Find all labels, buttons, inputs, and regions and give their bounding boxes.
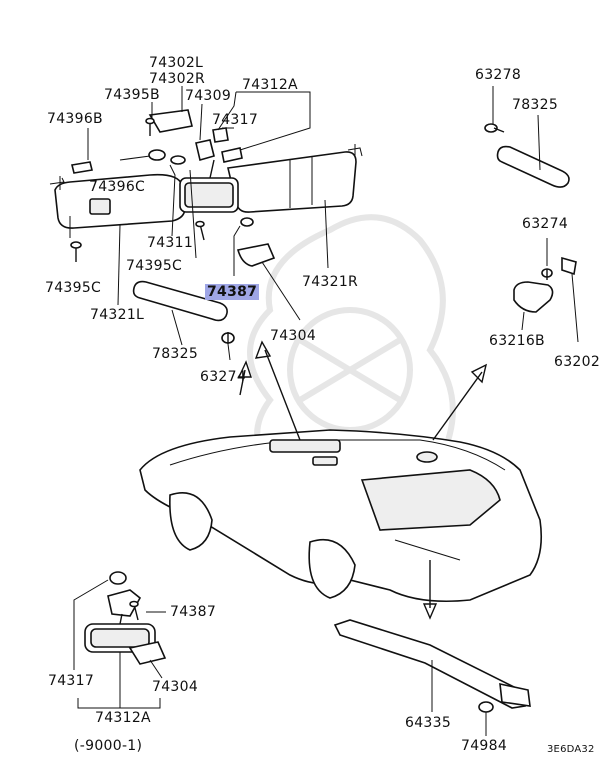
holder-74309 <box>195 139 215 161</box>
callout-74321r: 74321R <box>302 274 359 290</box>
grab-handle-left <box>132 280 228 322</box>
callout-74304-bottom: 74304 <box>152 679 199 695</box>
callout-74321l: 74321L <box>90 307 145 323</box>
callout-74395c-mid: 74395C <box>126 258 183 274</box>
date-note: (-9000-1) <box>74 738 143 754</box>
callout-74309: 74309 <box>185 88 232 104</box>
callout-64335: 64335 <box>405 715 452 731</box>
callout-74984: 74984 <box>461 738 508 754</box>
callout-74317-bottom: 74317 <box>48 673 95 689</box>
callout-63274-right: 63274 <box>522 216 569 232</box>
mirror-bottom <box>73 571 167 709</box>
clip-63202 <box>561 256 579 343</box>
callout-63274-left: 63274 <box>200 369 247 385</box>
callout-74302r: 74302R <box>149 71 206 87</box>
retainer-74396b <box>71 161 93 174</box>
clip-74312a <box>221 147 243 163</box>
screw-74984 <box>478 701 494 736</box>
leader-lines-top <box>69 86 329 361</box>
callout-74302l: 74302L <box>149 55 204 71</box>
callout-74312a-bottom: 74312A <box>95 710 151 726</box>
mirror-top <box>179 159 239 213</box>
callout-74317-top: 74317 <box>212 112 259 128</box>
screw-74387-bottom <box>129 600 139 621</box>
callout-74396b: 74396B <box>47 111 103 127</box>
callout-74395c-left: 74395C <box>45 280 102 296</box>
screw-74395c-mid <box>195 220 205 241</box>
cover-74304-top <box>236 243 276 267</box>
screw-63274-left <box>221 332 235 344</box>
callout-78325-right: 78325 <box>512 97 559 113</box>
clip-74387-top <box>240 217 254 227</box>
screw-left <box>70 241 82 262</box>
screw-63278 <box>484 86 505 133</box>
callout-74387-bottom: 74387 <box>170 604 217 620</box>
callout-74304-top: 74304 <box>270 328 317 344</box>
clip-74311 <box>170 155 186 165</box>
strap-64335 <box>333 619 531 712</box>
callout-74396c: 74396C <box>89 179 146 195</box>
callout-63278: 63278 <box>475 67 522 83</box>
callout-74387-highlighted: 74387 <box>205 284 260 300</box>
callout-78325-left: 78325 <box>152 346 199 362</box>
callout-74312a-top: 74312A <box>242 77 298 93</box>
diagram-code: 3E6DA32 <box>547 744 595 755</box>
pointer-arrows <box>237 340 488 620</box>
grab-handle-right <box>496 114 570 188</box>
clip-74396c <box>148 149 166 161</box>
callout-63216b: 63216B <box>489 333 545 349</box>
cover-74317 <box>212 127 229 143</box>
bracket-63216b <box>513 281 554 331</box>
screw-74395b <box>145 117 155 136</box>
sun-visor-right <box>227 144 363 213</box>
callout-74311: 74311 <box>147 235 194 251</box>
callout-74395b: 74395B <box>104 87 160 103</box>
screw-63274-right <box>541 238 553 280</box>
callout-63202: 63202 <box>554 354 601 370</box>
bracket-74302 <box>148 109 193 133</box>
car-body <box>139 429 543 603</box>
